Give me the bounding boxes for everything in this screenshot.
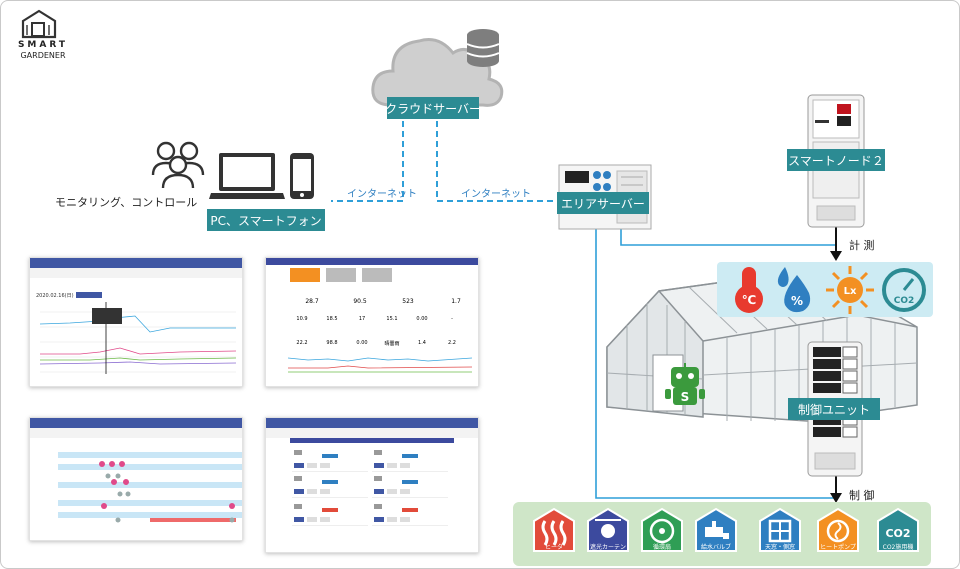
heat-pump-icon	[817, 507, 859, 552]
humidity-icon: %	[777, 267, 811, 313]
screen3-timeline	[58, 452, 242, 523]
smart-node-label: スマートノード２	[787, 149, 885, 171]
control-tile-window: 天窓・側窓	[757, 507, 803, 562]
control-tile-label: 遮光カーテン	[589, 544, 626, 551]
screen4-control-card	[292, 502, 368, 526]
screen2-value: 523	[402, 298, 414, 305]
logo-line1: SMART	[17, 40, 69, 50]
control-unit-label: 制御ユニット	[788, 398, 880, 420]
control-tile-label: ヒータ	[544, 544, 563, 551]
screen2-value: 晴曇雨	[384, 341, 400, 347]
screenshot-sensor-values: 28.7 90.5 523 1.7 10.9 18.5 17 15.1 0.00 - 22.2 9…	[265, 257, 479, 387]
cloud-icon	[371, 29, 504, 107]
screen4-control-card	[372, 502, 448, 526]
screenshot-schedule	[29, 417, 243, 541]
screen4-control-card	[372, 474, 448, 498]
screen2-value: 28.7	[305, 298, 319, 305]
screenshot-control-panel	[265, 417, 479, 553]
temperature-icon: ℃	[735, 267, 763, 313]
control-tile-label: 天窓・側窓	[764, 544, 795, 551]
monitoring-label: モニタリング、コントロール	[55, 196, 198, 209]
heater-icon	[533, 507, 575, 552]
screen2-value: 15.1	[386, 316, 398, 322]
screen2-value: 1.4	[418, 340, 426, 346]
screen4-control-card	[292, 474, 368, 498]
cloud-server-label: クラウドサーバー	[385, 97, 481, 119]
control-tile-shade-curtain: 遮光カーテン	[585, 507, 631, 562]
screen2-value: 90.5	[353, 298, 367, 305]
measure-label: 計 測	[849, 239, 875, 252]
screenshot-monitor-chart: 2020.02.16(日)	[29, 257, 243, 387]
internet-label-left: インターネット	[347, 189, 417, 200]
control-tile-heater: ヒータ	[531, 507, 577, 562]
control-label: 制 御	[849, 489, 875, 502]
greenhouse-logo-icon	[21, 9, 57, 39]
lux-icon: Lx	[826, 266, 874, 314]
logo-line2: GARDENER	[20, 51, 66, 60]
screen2-line-chart	[288, 357, 472, 373]
co2-generator-icon: CO2	[877, 507, 919, 552]
control-tile-water-valve: 給水バルブ	[693, 507, 739, 562]
screen2-value: 18.5	[326, 316, 338, 322]
co2-sensor-icon: CO2	[882, 268, 926, 312]
screen2-value: 2.2	[448, 340, 456, 346]
screen2-value: -	[451, 316, 453, 322]
svg-text:S: S	[681, 390, 690, 404]
water-valve-icon	[695, 507, 737, 552]
pc-smartphone-label: PC、スマートフォン	[207, 209, 325, 231]
window-icon	[759, 507, 801, 552]
control-tile-label: 循環扇	[652, 544, 671, 551]
screen2-value: 1.7	[451, 298, 461, 305]
laptop-icon	[209, 153, 285, 199]
smart-gardener-logo: SMART GARDENER	[15, 9, 71, 63]
control-tile-label: ヒートポンプ	[820, 544, 856, 551]
control-tile-circulation-fan: 循環扇	[639, 507, 685, 562]
svg-text:CO2: CO2	[885, 527, 910, 540]
screen2-value: 98.8	[326, 340, 338, 346]
screen4-control-card	[372, 448, 448, 472]
screen1-line-chart	[40, 302, 236, 374]
svg-text:%: %	[791, 294, 803, 308]
control-tile-label: 給水バルブ	[700, 544, 731, 551]
screen2-value: 22.2	[296, 340, 308, 346]
users-icon	[151, 141, 205, 189]
screen2-value: 17	[358, 316, 366, 322]
smartphone-icon	[290, 153, 314, 199]
svg-text:CO2: CO2	[894, 296, 915, 306]
svg-text:Lx: Lx	[844, 286, 857, 297]
robot-icon: S	[665, 363, 705, 405]
shade-curtain-icon	[587, 507, 629, 552]
control-tile-heat-pump: ヒートポンプ	[815, 507, 861, 562]
screen2-value: 0.00	[356, 340, 368, 346]
circulation-fan-icon	[641, 507, 683, 552]
screen2-value: 0.00	[416, 316, 428, 322]
screen4-control-card	[292, 448, 368, 472]
internet-label-right: インターネット	[461, 189, 531, 200]
screen1-date: 2020.02.16(日)	[36, 293, 74, 299]
control-tile-label: CO2施用機	[882, 544, 914, 551]
area-server-label: エリアサーバー	[557, 192, 649, 214]
screen2-value: 10.9	[296, 316, 308, 322]
database-icon	[466, 29, 500, 67]
svg-text:℃: ℃	[742, 293, 757, 307]
